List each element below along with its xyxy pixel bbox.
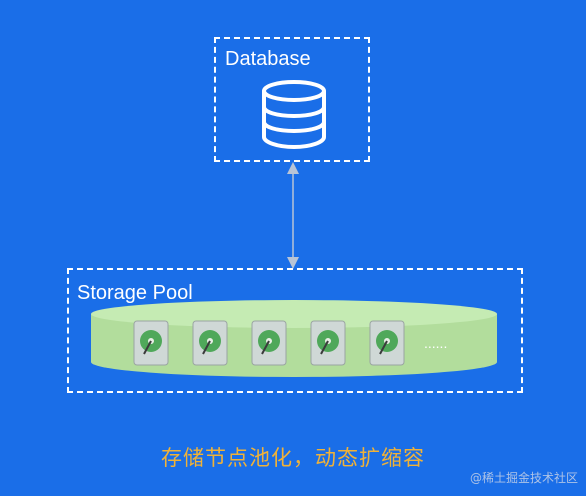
database-icon — [262, 80, 326, 150]
hard-disk-icon — [192, 320, 228, 366]
hard-disk-icon — [251, 320, 287, 366]
storage-pool-label: Storage Pool — [77, 282, 193, 304]
more-disks-ellipsis: ...... — [424, 335, 447, 351]
hard-disk-icon — [133, 320, 169, 366]
diagram-caption: 存储节点池化，动态扩缩容 — [161, 446, 425, 470]
storage-pool-node: Storage Pool — [67, 268, 523, 393]
hard-disk-icon — [369, 320, 405, 366]
hard-disk-icon — [310, 320, 346, 366]
database-label: Database — [225, 48, 311, 70]
watermark: @稀土掘金技术社区 — [469, 471, 578, 485]
database-node: Database — [214, 37, 370, 162]
